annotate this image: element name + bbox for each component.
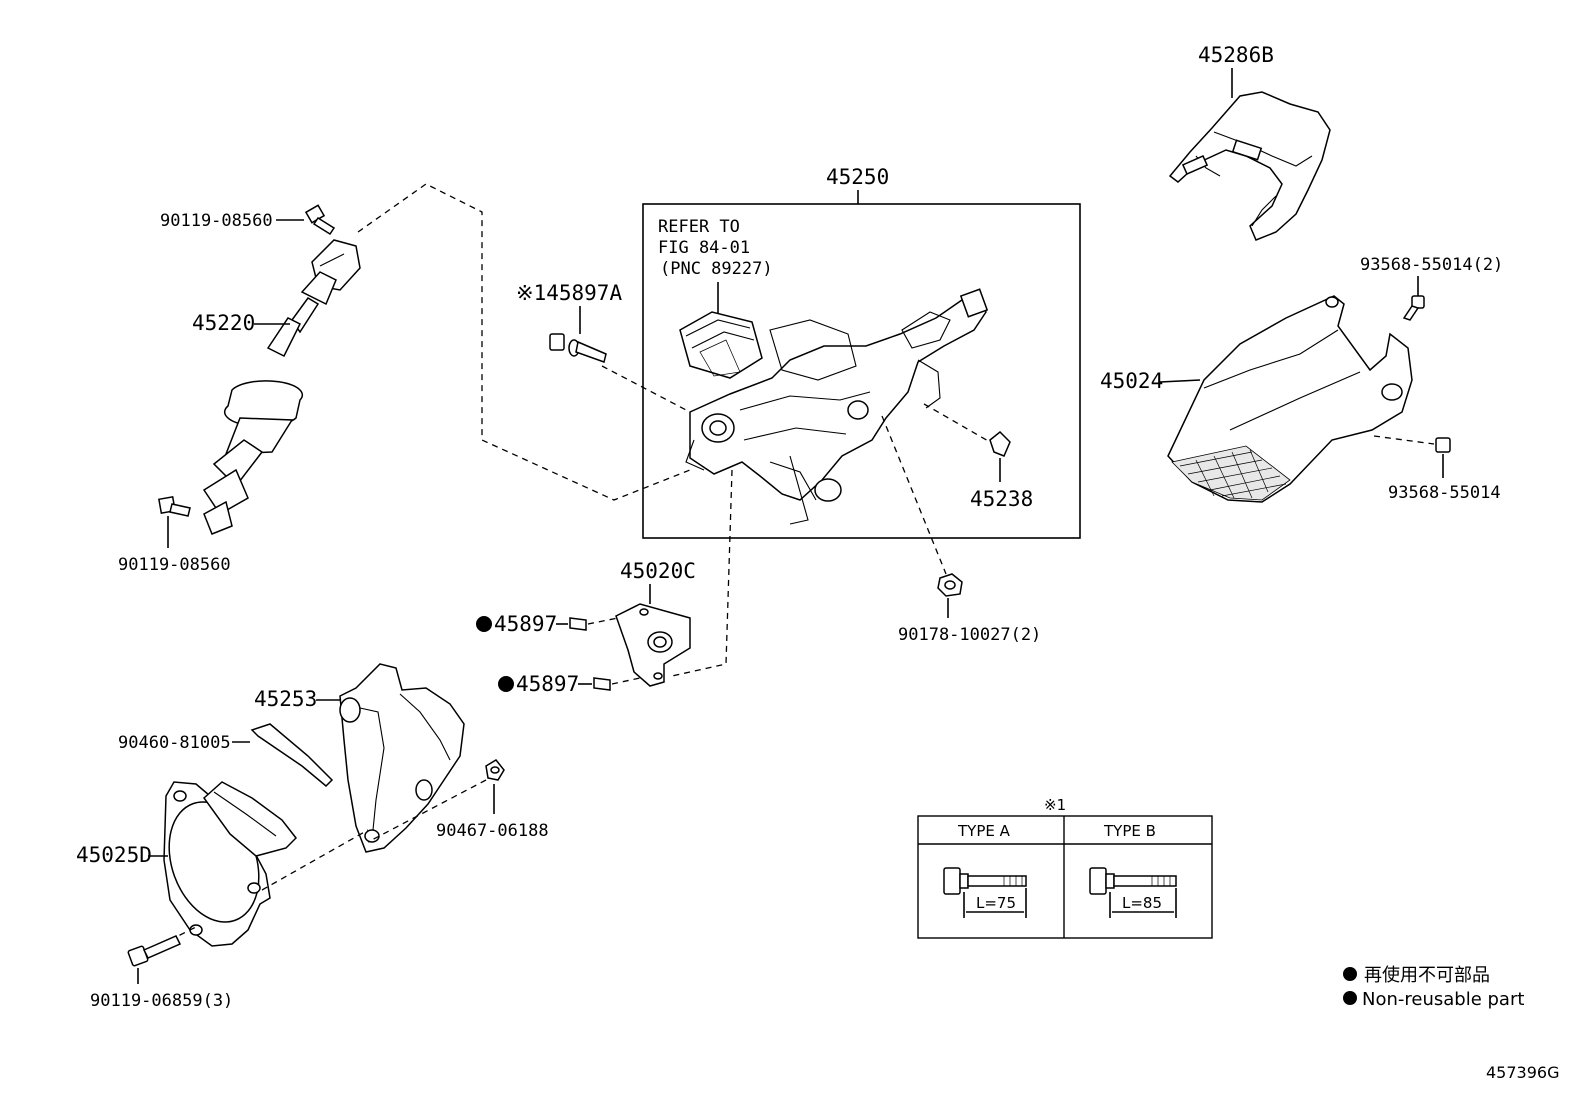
column-upper-cover-drawing <box>1168 91 1331 241</box>
label-90119-06859: 90119-06859(3) <box>90 991 233 1011</box>
bolt-90119-bottom <box>158 496 191 517</box>
dashed-joint-link <box>357 183 691 501</box>
seal-45025d <box>163 781 297 947</box>
type-b-header: TYPE B <box>1103 822 1156 840</box>
nut-90178 <box>937 573 963 597</box>
label-90119-top: 90119-08560 <box>160 211 273 231</box>
type-a-header: TYPE A <box>957 822 1011 840</box>
legend-dot-en <box>1343 991 1357 1005</box>
screw-93568-top <box>1402 295 1425 321</box>
refer-line-1: REFER TO <box>658 217 740 237</box>
label-45024: 45024 <box>1100 369 1163 393</box>
type-b-bolt <box>1089 867 1177 918</box>
non-reusable-dot-1 <box>476 616 492 632</box>
label-45238: 45238 <box>970 487 1033 511</box>
clip-90467 <box>485 759 505 781</box>
label-45020c: 45020C <box>620 559 696 583</box>
label-45286b: 45286B <box>1198 43 1274 67</box>
legend-en: Non-reusable part <box>1362 989 1524 1010</box>
type-a-bolt <box>943 867 1027 918</box>
label-90467: 90467-06188 <box>436 821 549 841</box>
type-a-length: L=75 <box>976 894 1016 912</box>
intermediate-shaft-drawing <box>202 239 361 535</box>
refer-line-2: FIG 84-01 <box>658 238 750 258</box>
legend-dot-jp <box>1343 967 1357 981</box>
label-45897-1: 45897 <box>494 612 557 636</box>
label-90178: 90178-10027(2) <box>898 625 1041 645</box>
label-45253: 45253 <box>254 687 317 711</box>
hole-cover-45253 <box>339 663 465 853</box>
column-lower-cover-drawing <box>1167 295 1413 503</box>
label-45220: 45220 <box>192 311 255 335</box>
label-93568-bottom: 93568-55014 <box>1388 483 1501 503</box>
column-assembly-box <box>642 203 1081 539</box>
legend: 再使用不可部品 Non-reusable part <box>1343 965 1524 1010</box>
steering-column-drawing <box>685 288 989 525</box>
bracket-45020c <box>615 603 691 687</box>
label-45897a: ※145897A <box>516 281 622 305</box>
bolt-45897a <box>549 333 607 363</box>
steering-lock-module-drawing <box>679 311 763 379</box>
bolt-45897-1 <box>569 617 587 631</box>
bolt-type-table: ※1 TYPE A TYPE B L=75 L=85 <box>917 796 1213 939</box>
bolt-90119-top <box>304 204 336 236</box>
label-90119-bottom: 90119-08560 <box>118 555 231 575</box>
non-reusable-dot-2 <box>498 676 514 692</box>
clip-45238 <box>989 430 1011 457</box>
label-45897-2: 45897 <box>516 672 579 696</box>
refer-line-3: (PNC 89227) <box>660 259 773 279</box>
table-note: ※1 <box>1044 796 1066 814</box>
ring-90460 <box>250 723 334 788</box>
label-90460: 90460-81005 <box>118 733 231 753</box>
screw-93568-bottom <box>1435 437 1451 453</box>
label-45250: 45250 <box>826 165 889 189</box>
legend-jp: 再使用不可部品 <box>1364 965 1490 986</box>
type-b-length: L=85 <box>1122 894 1162 912</box>
label-93568-top: 93568-55014(2) <box>1360 255 1503 275</box>
label-45025d: 45025D <box>76 843 152 867</box>
figure-id: 457396G <box>1486 1063 1559 1082</box>
bolt-90119-06859 <box>127 935 182 967</box>
bolt-45897-2 <box>593 677 611 691</box>
